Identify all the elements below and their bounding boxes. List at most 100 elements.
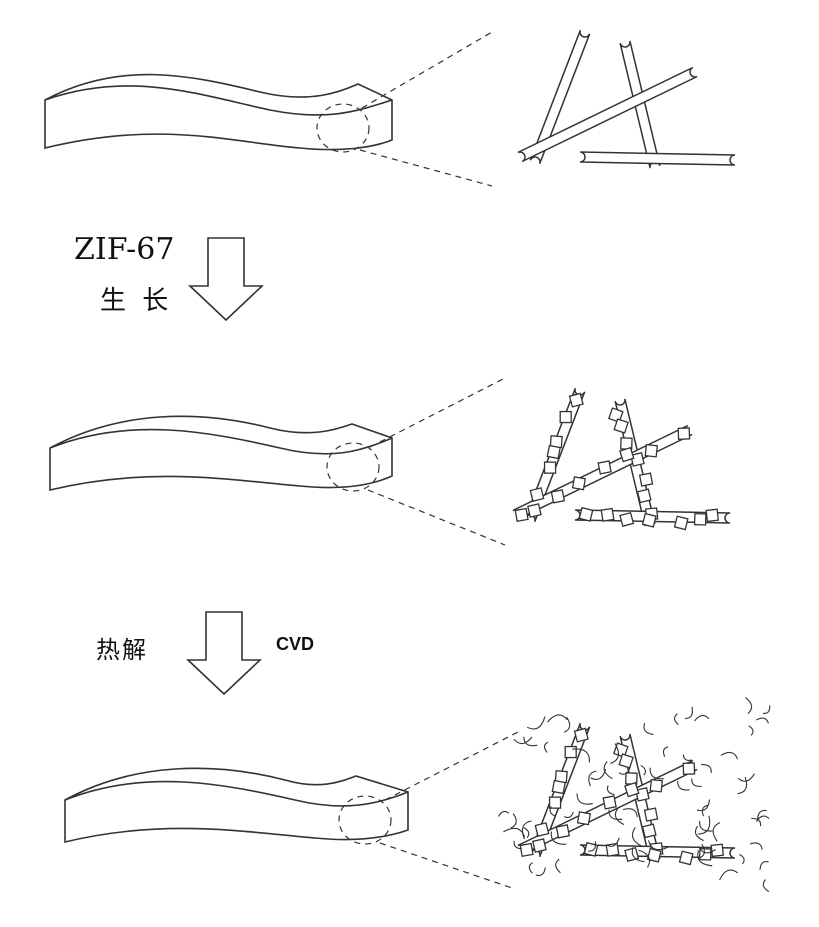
zif67-cube [601, 509, 614, 522]
zif67-cube [645, 808, 658, 821]
zoom-line-bottom [360, 150, 492, 186]
fiber-ribbon [65, 768, 408, 842]
zif67-cube [650, 780, 662, 792]
zoom-line-top [362, 32, 492, 108]
zoom-circle [317, 104, 369, 152]
carbon-nanotube [750, 843, 762, 850]
carbon-nanotube [713, 823, 720, 842]
zif67-cube [643, 824, 656, 837]
zif67-cube [570, 393, 583, 406]
zif67-cube [680, 851, 693, 864]
carbon-nanotube [498, 811, 508, 816]
zif67-cube [695, 514, 706, 525]
carbon-nanotube [751, 819, 760, 827]
zif67-cube [535, 823, 548, 836]
zoom-line-bottom [368, 490, 505, 545]
carbon-nanotube [623, 809, 637, 817]
carbon-nanotube [545, 742, 548, 752]
fiber-rod [518, 68, 697, 162]
zif67-cube [598, 461, 611, 474]
carbon-nanotube [529, 863, 532, 874]
zif67-cube [643, 514, 656, 527]
carbon-nanotube [694, 715, 709, 721]
zif67-cube [711, 844, 723, 856]
zif67-cube [556, 825, 569, 838]
carbon-nanotube [683, 755, 692, 761]
carbon-nanotube [615, 808, 624, 825]
fiber-ribbon [45, 75, 392, 150]
zif67-cube [603, 796, 616, 809]
carbon-nanotube [632, 827, 643, 847]
carbon-nanotube [760, 862, 769, 870]
carbon-nanotube [763, 705, 770, 713]
carbon-nanotube [591, 769, 606, 779]
step1-label-growth: 生 长 [100, 280, 172, 317]
carbon-nanotube [739, 854, 744, 864]
zoom-line-bottom [380, 843, 512, 888]
step1-label-zif67: ZIF-67 [74, 232, 174, 267]
arrow-down-1 [190, 238, 262, 320]
carbon-nanotube [692, 779, 702, 787]
zoom-line-top [370, 378, 505, 447]
stage-1 [45, 30, 735, 186]
zif67-cube [545, 462, 556, 473]
carbon-nanotube [536, 867, 545, 875]
zif67-cube [565, 747, 576, 758]
carbon-nanotube [556, 859, 561, 873]
carbon-nanotube [756, 718, 768, 723]
zif67-cube [614, 419, 628, 433]
zif67-cube [638, 489, 651, 502]
zif67-cube [620, 513, 633, 526]
zif67-cube [560, 412, 571, 423]
carbon-nanotube [720, 870, 738, 880]
zif67-cube [552, 781, 565, 794]
zif67-cube [547, 446, 560, 459]
carbon-nanotube [564, 812, 573, 818]
zif67-cube [515, 509, 528, 522]
carbon-nanotube [514, 737, 532, 744]
zif67-cube [533, 839, 546, 852]
zif67-cube [573, 477, 586, 490]
step2-label-pyrolysis: 热解 [96, 630, 148, 665]
carbon-nanotube [758, 810, 767, 820]
zif67-cube [619, 754, 633, 768]
zif67-cube [640, 473, 653, 486]
zif67-cube [683, 763, 694, 774]
carbon-nanotube [503, 828, 524, 837]
carbon-nanotube [527, 717, 545, 729]
carbon-nanotube [700, 821, 713, 831]
carbon-nanotube [678, 781, 690, 790]
zif67-cube [528, 504, 541, 517]
fiber-ribbon [50, 416, 392, 490]
carbon-nanotube [511, 814, 516, 828]
zif67-cube [575, 728, 588, 741]
zoom-line-top [385, 730, 522, 800]
stage-2 [50, 378, 730, 545]
zif67-cube [678, 428, 689, 439]
carbon-nanotube [763, 880, 769, 892]
fiber-cluster-1 [518, 30, 735, 168]
zif67-cube [675, 516, 688, 529]
zif67-cube [620, 448, 634, 462]
zif67-cube [520, 844, 533, 857]
carbon-nanotube [577, 794, 593, 805]
carbon-nanotube [738, 777, 747, 794]
carbon-nanotube [641, 765, 646, 775]
zif67-cube [706, 509, 718, 521]
stage-3 [65, 697, 770, 891]
fiber-rod [580, 152, 735, 165]
carbon-nanotube [675, 714, 679, 725]
zif67-cube [578, 812, 591, 825]
carbon-nanotube [746, 697, 752, 713]
arrow-down-2 [188, 612, 260, 694]
zif67-cube [579, 508, 592, 521]
zif67-cube [625, 783, 639, 797]
carbon-nanotube [685, 707, 692, 719]
carbon-nanotube [663, 747, 668, 757]
carbon-nanotube [701, 765, 711, 774]
carbon-nanotube [607, 786, 614, 795]
step2-label-cvd: CVD [276, 634, 314, 655]
zif67-cube [551, 490, 564, 503]
